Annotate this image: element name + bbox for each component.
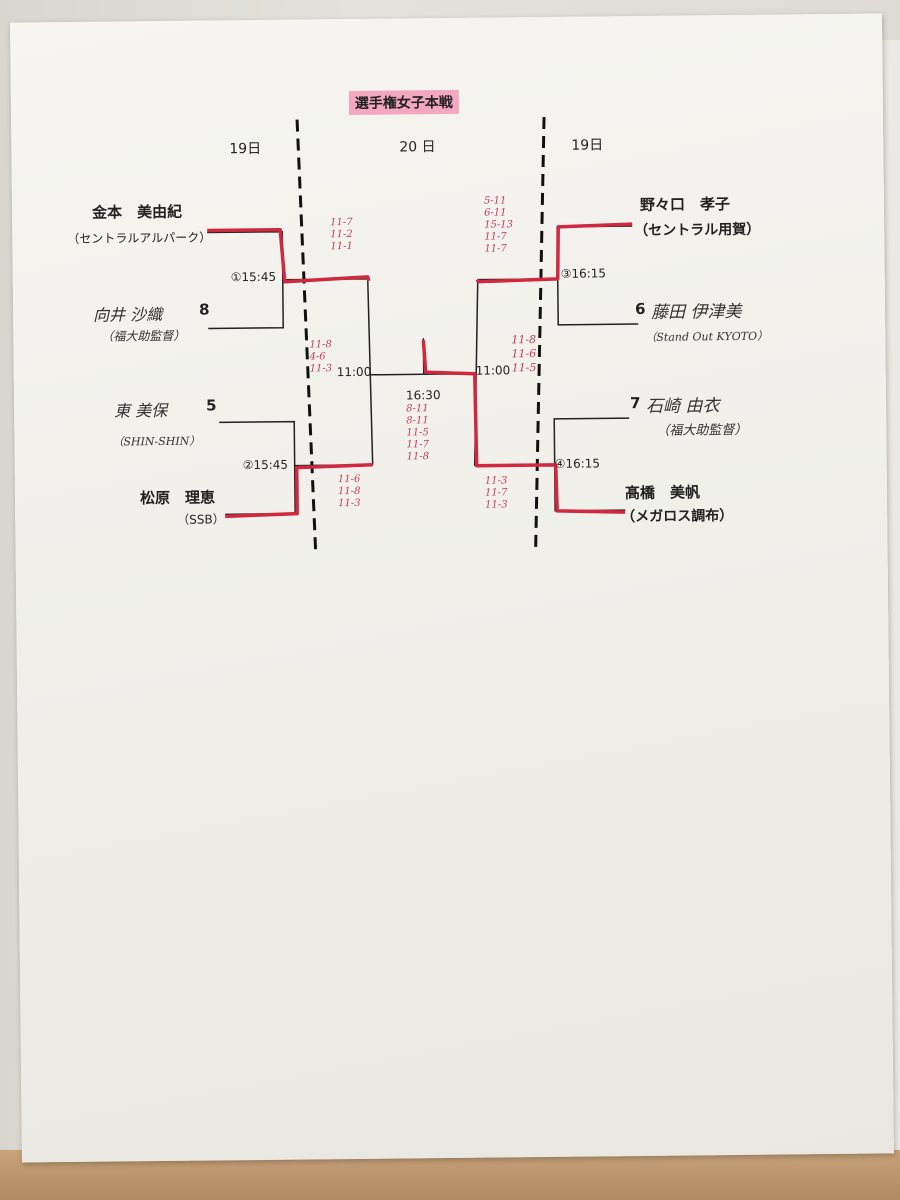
player-name-3: 東 美保 [114, 397, 167, 422]
score-m2: 11-6 11-8 11-3 [338, 474, 361, 510]
day-label-right: 19日 [571, 134, 603, 154]
score-line: 11-7 [485, 487, 508, 499]
score-line: 11-8 [309, 339, 332, 351]
match-time-semi-right: 11:00 [476, 363, 511, 377]
bracket-title: 選手権女子本戦 [349, 90, 459, 115]
player-club-2: （福大助監督） [101, 327, 185, 345]
player-name-7: 石崎 由衣 [646, 391, 720, 417]
day-label-center: 20 日 [399, 136, 435, 156]
player-seed-7: 7 [630, 394, 641, 412]
score-semi-left: 11-8 4-6 11-3 [309, 339, 332, 375]
player-seed-6: 6 [635, 300, 646, 318]
player-name-6: 藤田 伊津美 [651, 297, 742, 323]
line-semi-left-out [371, 374, 424, 375]
score-line: 11-8 [407, 451, 430, 463]
player-club-5: （セントラル用賀） [634, 219, 760, 240]
score-line: 11-8 [338, 486, 361, 498]
score-line: 5-11 [484, 195, 513, 207]
score-line: 11-2 [330, 229, 353, 241]
player-name-2: 向井 沙織 [93, 301, 162, 326]
player-name-5: 野々口 孝子 [640, 193, 730, 215]
score-line: 11-6 [511, 347, 536, 361]
score-line: 11-5 [512, 361, 537, 375]
day-label-left: 19日 [229, 138, 261, 158]
score-line: 11-8 [511, 333, 536, 347]
match-time-4: ④16:15 [555, 456, 600, 470]
match-time-1: ①15:45 [231, 270, 276, 284]
match-time-2: ②15:45 [243, 458, 288, 472]
player-club-3: （SHIN-SHIN） [112, 433, 200, 450]
player-seed-2: 8 [199, 300, 210, 318]
match-time-3: ③16:15 [561, 266, 606, 280]
player-name-8: 髙橋 美帆 [625, 481, 700, 503]
score-line: 11-7 [330, 217, 353, 229]
score-line: 8-11 [406, 403, 429, 415]
score-line: 11-7 [406, 439, 429, 451]
player-name-4: 松原 理恵 [140, 486, 215, 508]
score-line: 11-5 [406, 427, 429, 439]
player-club-1: （セントラルアルパーク） [67, 228, 211, 247]
score-line: 15-13 [484, 219, 513, 231]
score-m1: 11-7 11-2 11-1 [330, 217, 353, 253]
score-line: 6-11 [484, 207, 513, 219]
player-club-6: （Stand Out KYOTO） [645, 328, 768, 345]
score-line: 11-3 [485, 475, 508, 487]
score-semi-right: 11-8 11-6 11-5 [511, 333, 536, 375]
score-m4: 11-3 11-7 11-3 [485, 475, 508, 511]
score-line: 11-6 [338, 474, 361, 486]
bracket-sheet: 選手権女子本戦 19日 20 日 19日 金本 美由紀 （セントラルアルパーク）… [10, 13, 894, 1162]
score-line: 11-7 [484, 231, 513, 243]
player-club-8: （メガロス調布） [621, 505, 733, 526]
score-line: 11-3 [338, 498, 361, 510]
score-line: 11-7 [484, 243, 513, 255]
score-line: 11-3 [310, 363, 333, 375]
match-time-semi-left: 11:00 [337, 365, 372, 379]
score-m3: 5-11 6-11 15-13 11-7 11-7 [484, 195, 513, 255]
score-line: 4-6 [309, 351, 332, 363]
score-line: 11-3 [485, 499, 508, 511]
player-club-4: （SSB） [177, 510, 225, 527]
bracket-lines [10, 13, 894, 1162]
score-final: 8-11 8-11 11-5 11-7 11-8 [406, 403, 429, 463]
player-seed-3: 5 [206, 396, 217, 414]
player-name-1: 金本 美由紀 [92, 201, 182, 223]
match-time-final: 16:30 [406, 388, 441, 402]
divider-left [297, 119, 316, 549]
player-club-7: （福大助監督） [656, 419, 747, 439]
score-line: 8-11 [406, 415, 429, 427]
score-line: 11-1 [330, 241, 353, 253]
